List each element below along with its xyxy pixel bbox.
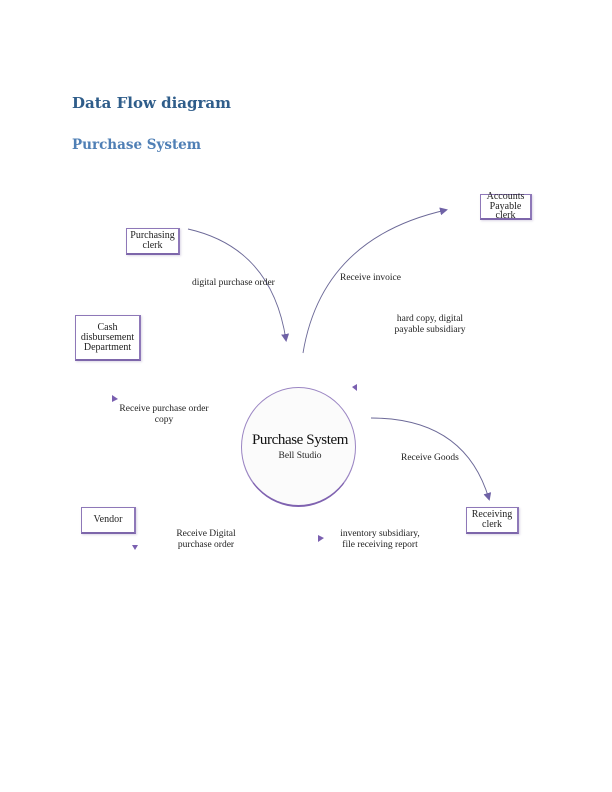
- flow-label-line: file receiving report: [342, 540, 418, 550]
- flow-label-line: Receive Digital: [176, 529, 236, 539]
- flow-label-receive-digital-po: Receive Digital purchase order: [170, 529, 242, 551]
- entity-label-line: clerk: [142, 240, 163, 251]
- flow-arrow-receive-invoice: [302, 207, 448, 354]
- process-circle: [241, 387, 356, 507]
- process-subtitle: Bell Studio: [278, 451, 322, 461]
- entity-cash-disbursement: Cash disbursement Department: [75, 315, 141, 361]
- arrowhead-process-top: [352, 384, 357, 391]
- arrowhead-receive-po-copy: [112, 395, 118, 402]
- entity-purchasing-clerk: Purchasing clerk: [126, 228, 180, 255]
- process-title: Purchase System: [251, 432, 349, 448]
- flow-label-receive-po-copy: Receive purchase order copy: [112, 404, 216, 426]
- flow-label-receive-goods: Receive Goods: [401, 453, 459, 463]
- entity-vendor: Vendor: [81, 507, 136, 534]
- page-title: Data Flow diagram: [72, 94, 231, 112]
- flow-label-line: copy: [154, 415, 174, 425]
- entity-label-line: Vendor: [93, 514, 123, 525]
- flow-label-inventory-subsidiary: inventory subsidiary, file receiving rep…: [334, 529, 426, 551]
- entity-label-line: Cash: [97, 321, 118, 333]
- flow-label-line: payable subsidiary: [394, 325, 466, 335]
- flow-label-receive-invoice: Receive invoice: [340, 273, 401, 283]
- flow-label-digital-purchase-order: digital purchase order: [192, 278, 275, 288]
- flow-arrow-receive-goods: [370, 417, 492, 501]
- entity-label-line: Accounts: [486, 191, 525, 203]
- entity-label-line: clerk: [495, 210, 516, 222]
- entity-label-line: Receiving: [471, 509, 513, 520]
- entity-label-line: disbursement: [80, 331, 135, 343]
- flow-label-line: purchase order: [177, 540, 235, 550]
- flow-label-line: Receive purchase order: [119, 404, 209, 414]
- entity-label-line: Department: [83, 341, 132, 353]
- flow-arrow-digital-purchase-order: [187, 228, 290, 342]
- flow-label-line: hard copy, digital: [396, 314, 464, 324]
- entity-accounts-payable-clerk: Accounts Payable clerk: [480, 191, 532, 222]
- flow-label-line: inventory subsidiary,: [340, 529, 420, 539]
- arrowhead-inventory: [318, 535, 324, 542]
- entity-receiving-clerk: Receiving clerk: [466, 507, 519, 534]
- arrowhead-vendor: [132, 545, 138, 550]
- section-title: Purchase System: [72, 137, 202, 153]
- entity-label-line: clerk: [482, 519, 502, 530]
- entity-label-line: Payable: [489, 200, 522, 212]
- entity-label-line: Purchasing: [130, 230, 175, 241]
- flow-label-hard-copy: hard copy, digital payable subsidiary: [388, 314, 472, 336]
